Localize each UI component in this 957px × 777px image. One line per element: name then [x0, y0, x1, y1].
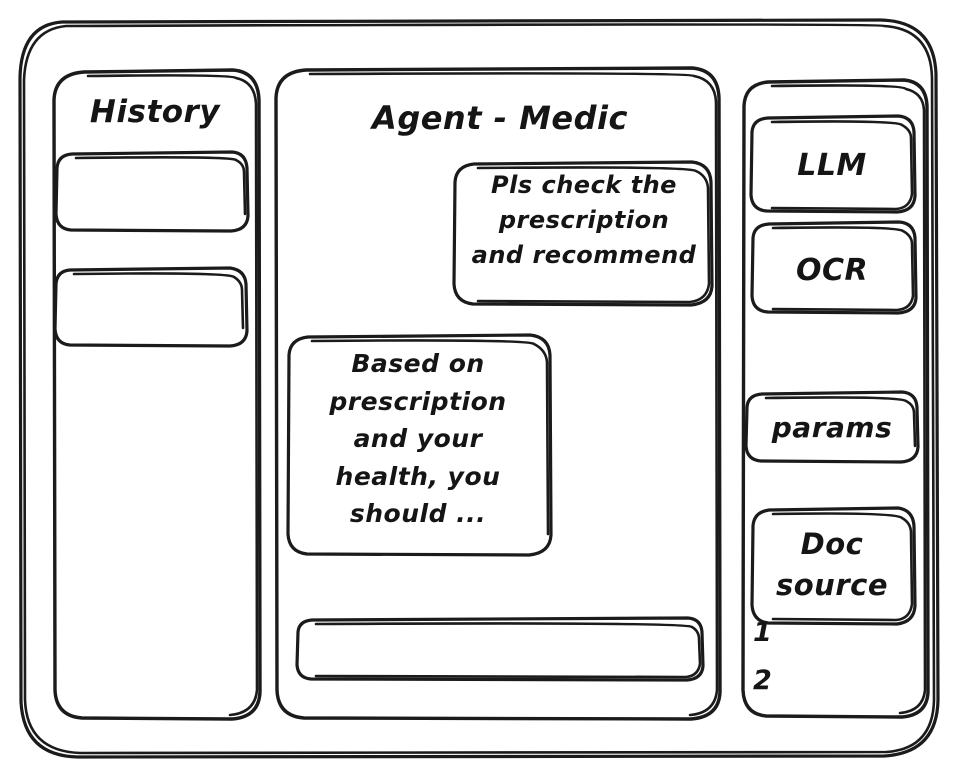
tool-ocr-button[interactable]: OCR: [795, 253, 869, 288]
assistant-message-bubble: Based on prescription and your health, y…: [329, 349, 507, 528]
history-item-2[interactable]: [55, 268, 247, 346]
tool-llm-button[interactable]: LLM: [797, 148, 867, 183]
history-panel-title: History: [89, 94, 221, 130]
user-message-bubble: Pls check the prescription and recommend: [471, 171, 697, 269]
doc-source-ref-1[interactable]: 1: [753, 617, 772, 648]
message-composer-input[interactable]: [297, 618, 703, 680]
history-item-1[interactable]: [56, 152, 248, 231]
doc-source-button[interactable]: Doc source: [776, 527, 888, 603]
page-title: Agent - Medic: [372, 99, 628, 137]
doc-source-ref-2[interactable]: 2: [753, 665, 772, 696]
tool-params-button[interactable]: params: [771, 411, 893, 444]
